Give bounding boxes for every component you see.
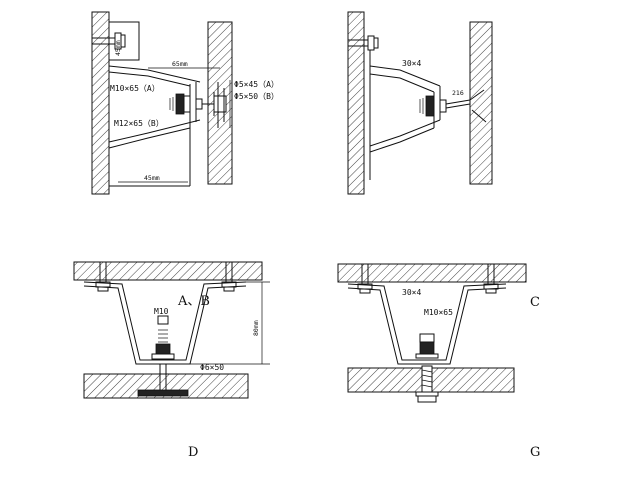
anchor-label-b: Φ5×50（B） — [234, 92, 279, 101]
left-wall — [347, 11, 365, 195]
dim-bottom: 45mm — [144, 174, 160, 182]
height-dim: 80mm — [252, 320, 260, 336]
panel-letter-g: G — [530, 445, 540, 460]
label-ab: A、B — [177, 294, 210, 309]
left-wall — [91, 11, 110, 195]
bolt-label: M10×65 — [424, 308, 453, 317]
angle-size: 30×4 — [402, 288, 421, 297]
panel-top-right: 30×4 216 — [347, 11, 493, 195]
panel-top-left: 65mm 45mm 45mm M10×65（A） M12×65（B） Φ5×45… — [91, 11, 279, 195]
bolt-label-a: M10×65（A） — [110, 84, 160, 93]
panel-bottom-left: A、B M10 80mm Φ6×50 D — [73, 261, 270, 460]
ceiling-slab — [337, 263, 527, 283]
dim-top-gap: 65mm — [172, 60, 188, 68]
bolt-label-b: M12×65（B） — [114, 119, 164, 128]
panel-letter-d: D — [188, 445, 198, 460]
bolt-nut — [175, 93, 185, 115]
right-wall — [469, 21, 493, 185]
panel-letter-c: C — [530, 295, 540, 310]
angle-size: 30×4 — [402, 59, 421, 68]
panel-bottom-right: 30×4 M10×65 C G — [337, 263, 540, 460]
anchor-label-a: Φ5×45（A） — [234, 80, 279, 89]
bolt-label: M10 — [154, 307, 169, 316]
dim-216: 216 — [452, 89, 464, 97]
anchor-label: Φ6×50 — [200, 363, 224, 372]
ceiling-slab — [73, 261, 263, 281]
dim-side: 45mm — [114, 40, 122, 56]
